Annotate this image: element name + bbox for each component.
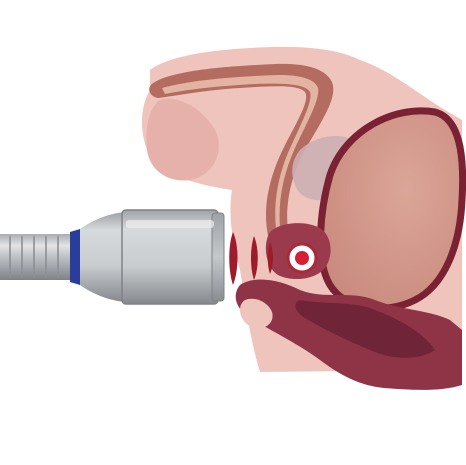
shockwave-applicator-icon [0, 210, 224, 304]
applicator-band [70, 229, 80, 285]
applicator-highlight [126, 220, 214, 228]
applicator-collar [80, 212, 125, 302]
target-marker-icon [288, 244, 316, 272]
applicator-cap [212, 213, 224, 301]
